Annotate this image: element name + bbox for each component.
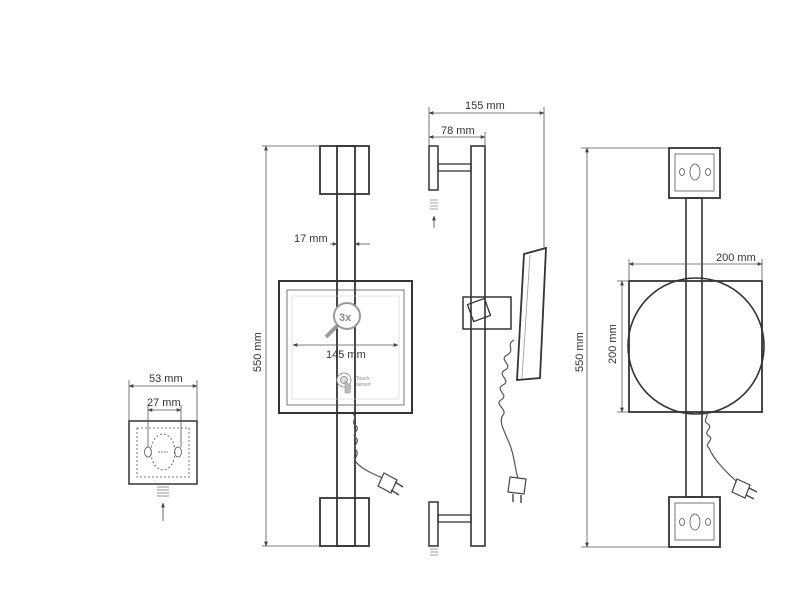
side-depth-total-label: 155 mm (465, 100, 505, 112)
sensor-label-line2: sensor (356, 382, 371, 388)
back-width-label: 200 mm (716, 252, 756, 264)
rail-width-label: 17 mm (294, 233, 328, 245)
plate-hole-spacing-label: 27 mm (147, 397, 181, 409)
front-view: 3x Touch sensor 145 mm 17 mm 550 mm (252, 145, 413, 547)
side-power-cable-icon (498, 339, 527, 503)
magnification-label: 3x (339, 312, 352, 324)
sensor-label-line1: Touch (356, 376, 370, 382)
side-view: 155 mm 78 mm (428, 100, 547, 556)
power-cable-icon (352, 413, 404, 496)
plate-width-label: 53 mm (149, 373, 183, 385)
magnifier-icon: 3x (324, 302, 361, 339)
back-power-cable-icon (704, 411, 758, 500)
back-height-label: 200 mm (607, 324, 619, 364)
side-depth-rail-label: 78 mm (441, 125, 475, 137)
screw-icon (157, 486, 169, 521)
back-total-height-label: 550 mm (574, 332, 586, 372)
mirror-width-label: 145 mm (326, 349, 366, 361)
front-height-label: 550 mm (252, 332, 264, 372)
wall-plate-view: 53 mm 27 mm (128, 373, 198, 521)
back-view: 200 mm 200 mm 550 mm (574, 147, 765, 548)
side-screw-icon (430, 199, 438, 556)
touch-sensor-icon: Touch sensor (336, 372, 371, 394)
